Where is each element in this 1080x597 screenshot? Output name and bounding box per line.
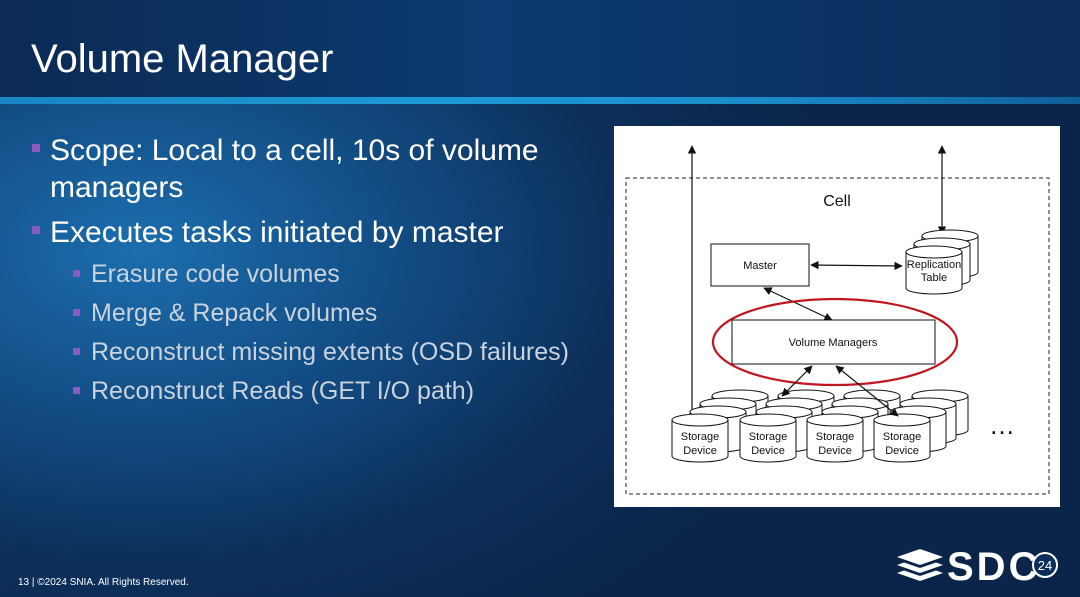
storage-device-1 [671, 413, 729, 463]
storage-label-2a: Storage [749, 431, 788, 443]
layers-icon [897, 549, 943, 581]
subbullet-merge: Merge & Repack volumes [30, 298, 600, 329]
cell-diagram: Cell Master Replication Table Volume Man… [614, 126, 1060, 507]
storage-label-2b: Device [751, 445, 785, 457]
sdc-logo-text: SDC [947, 545, 1040, 585]
storage-label-3b: Device [818, 445, 852, 457]
subbullet-reconstruct-extents: Reconstruct missing extents (OSD failure… [30, 337, 600, 368]
bullet-scope: Scope: Local to a cell, 10s of volume ma… [30, 132, 600, 206]
bullet-list: Scope: Local to a cell, 10s of volume ma… [30, 132, 600, 415]
sdc-badge-circle [1032, 552, 1058, 578]
master-label: Master [743, 260, 777, 272]
storage-device-3 [806, 413, 864, 463]
vm-storage-arrow-right [835, 365, 899, 417]
storage-device-2 [739, 413, 797, 463]
replication-table [905, 229, 979, 295]
subbullet-erasure: Erasure code volumes [30, 259, 600, 290]
storage-device-4 [873, 413, 931, 463]
master-replication-arrow [810, 260, 903, 271]
volume-managers-highlight [711, 297, 959, 387]
replication-label-line2: Table [921, 272, 947, 284]
replication-label-line1: Replication [907, 259, 961, 271]
vm-storage-arrow-left [781, 365, 813, 397]
more-devices-ellipsis: … [989, 410, 1015, 440]
storage-label-1b: Device [683, 445, 717, 457]
storage-label-1a: Storage [681, 431, 720, 443]
sdc-badge-text: 24 [1038, 558, 1052, 573]
volume-managers-box [731, 319, 936, 365]
storage-label-4b: Device [885, 445, 919, 457]
volume-managers-label: Volume Managers [789, 337, 878, 349]
sdc-logo: SDC 24 [897, 545, 1058, 585]
title-bar [0, 0, 1080, 97]
cell-diagram-svg: Cell Master Replication Table Volume Man… [625, 145, 1050, 495]
storage-label-3a: Storage [816, 431, 855, 443]
footer-copyright: 13 | ©2024 SNIA. All Rights Reserved. [18, 577, 189, 588]
cell-label: Cell [823, 193, 851, 210]
master-vm-arrow [763, 287, 833, 321]
storage-label-4a: Storage [883, 431, 922, 443]
master-box [710, 243, 810, 287]
bullet-executes: Executes tasks initiated by master [30, 214, 600, 251]
slide-title: Volume Manager [31, 37, 334, 81]
cell-boundary [625, 177, 1050, 495]
subbullet-reconstruct-reads: Reconstruct Reads (GET I/O path) [30, 376, 600, 407]
title-rule [0, 97, 1080, 104]
